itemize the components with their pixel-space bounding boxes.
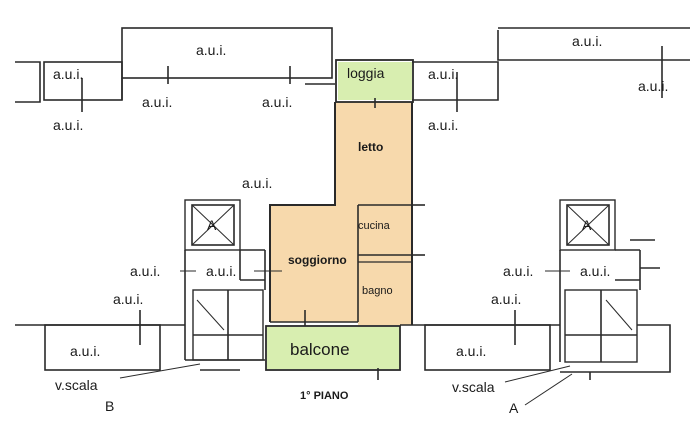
lift-label-right: A xyxy=(582,217,592,233)
aui-label: a.u.i. xyxy=(503,263,533,279)
room-label-soggiorno: soggiorno xyxy=(288,253,347,267)
aui-labels: a.u.i. a.u.i. a.u.i. a.u.i. a.u.i. a.u.i… xyxy=(53,33,668,359)
aui-label: a.u.i. xyxy=(456,343,486,359)
aui-label: a.u.i. xyxy=(53,117,83,133)
aui-label: a.u.i. xyxy=(113,291,143,307)
section-label-right: A xyxy=(509,400,519,416)
aui-label: a.u.i. xyxy=(196,42,226,58)
room-label-letto: letto xyxy=(358,140,383,154)
loggia-area xyxy=(338,62,412,100)
floor-label: 1° PIANO xyxy=(300,390,349,402)
aui-label: a.u.i. xyxy=(70,343,100,359)
room-label-bagno: bagno xyxy=(362,285,393,297)
aui-label: a.u.i. xyxy=(428,117,458,133)
section-label-left: B xyxy=(105,398,114,414)
aui-label: a.u.i. xyxy=(53,66,83,82)
aui-label: a.u.i. xyxy=(580,263,610,279)
room-label-balcone: balcone xyxy=(290,340,350,359)
apartment-area xyxy=(270,102,412,325)
aui-label: a.u.i. xyxy=(206,263,236,279)
walls xyxy=(15,27,690,380)
aui-label: a.u.i. xyxy=(638,78,668,94)
aui-label: a.u.i. xyxy=(572,33,602,49)
aui-label: a.u.i. xyxy=(491,291,521,307)
stairwell-label-right: v.scala xyxy=(452,379,495,395)
room-label-loggia: loggia xyxy=(347,65,385,81)
aui-label: a.u.i. xyxy=(242,175,272,191)
room-label-cucina: cucina xyxy=(358,220,391,232)
aui-label: a.u.i. xyxy=(130,263,160,279)
aui-label: a.u.i. xyxy=(262,94,292,110)
lift-label-left: A xyxy=(207,217,217,233)
stairwell-leaders xyxy=(119,363,573,406)
aui-label: a.u.i. xyxy=(428,66,458,82)
aui-label: a.u.i. xyxy=(142,94,172,110)
stairwell-label-left: v.scala xyxy=(55,377,98,393)
balcone-area xyxy=(267,327,400,369)
